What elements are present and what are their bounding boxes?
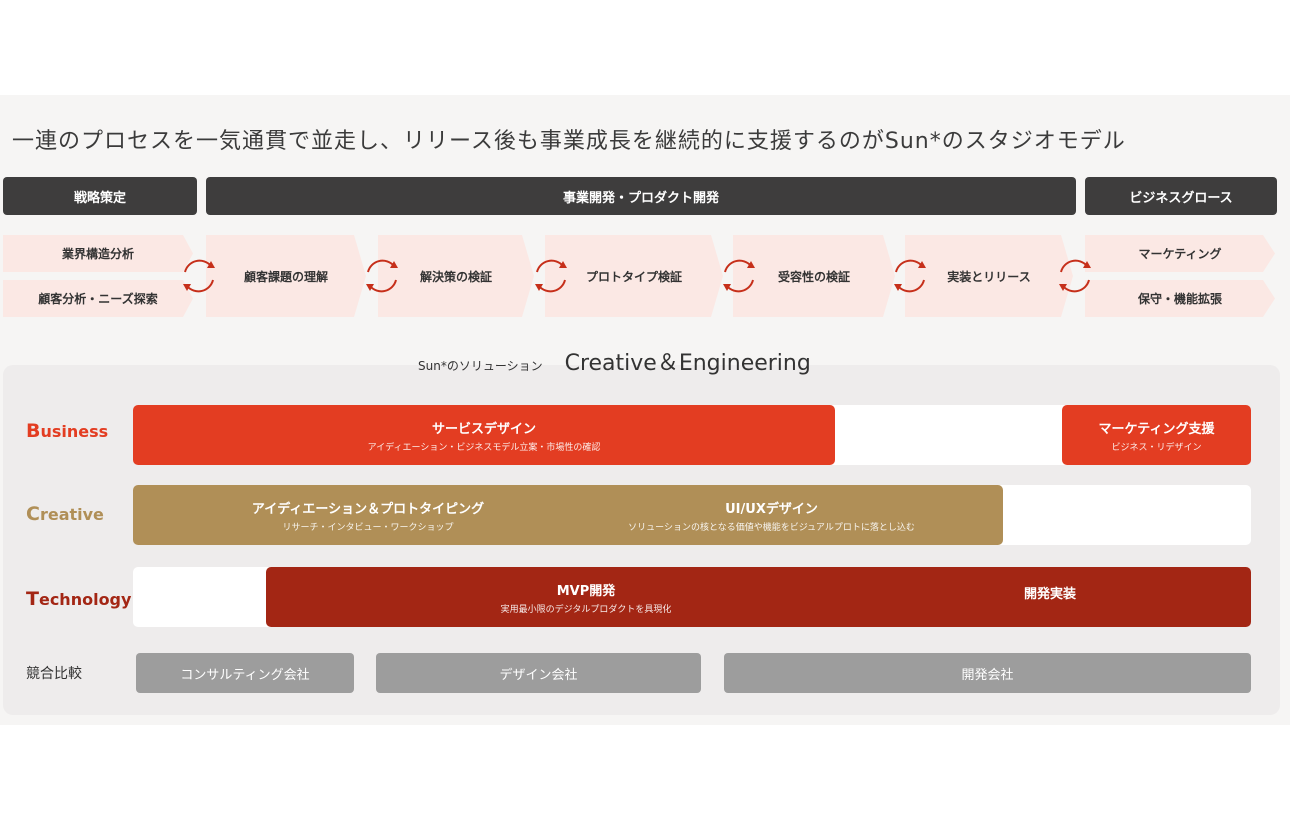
cycle-arrows-icon	[717, 254, 761, 298]
step-customer-analysis: 顧客分析・ニーズ探索	[3, 280, 193, 317]
compare-consulting: コンサルティング会社	[136, 653, 354, 693]
bar-implementation: 開発実装	[1023, 586, 1076, 602]
bar-marketing-support: マーケティング支援 ビジネス・リデザイン	[1062, 405, 1251, 465]
cycle-arrows-icon	[529, 254, 573, 298]
cycle-arrows-icon	[1053, 254, 1097, 298]
compare-development: 開発会社	[724, 653, 1251, 693]
diagram-title: 一連のプロセスを一気通貫で並走し、リリース後も事業成長を継続的に支援するのがSu…	[12, 129, 1126, 154]
row-label-creative: Creative	[26, 503, 104, 525]
bar-mvp-development: MVP開発 実用最小限のデジタルプロダクトを具現化	[500, 583, 672, 615]
studio-model-diagram: 一連のプロセスを一気通貫で並走し、リリース後も事業成長を継続的に支援するのがSu…	[0, 95, 1290, 725]
cycle-arrows-icon	[177, 254, 221, 298]
step-industry-analysis: 業界構造分析	[3, 235, 193, 272]
solutions-name: Creative＆Engineering	[564, 351, 811, 376]
cycle-arrows-icon	[888, 254, 932, 298]
step-prototype-validation: プロトタイプ検証	[545, 235, 723, 317]
solutions-heading: Sun*のソリューション Creative＆Engineering	[418, 345, 811, 377]
bar-ui-ux-design: UI/UXデザイン ソリューションの核となる価値や機能をビジュアルプロトに落とし…	[540, 485, 1003, 545]
bar-technology	[266, 567, 1251, 627]
compare-design: デザイン会社	[376, 653, 701, 693]
phase-development: 事業開発・プロダクト開発	[206, 177, 1076, 215]
step-marketing: マーケティング	[1085, 235, 1275, 272]
step-maintenance: 保守・機能拡張	[1085, 280, 1275, 317]
solutions-label: Sun*のソリューション	[418, 359, 543, 373]
step-solution-validation: 解決策の検証	[378, 235, 534, 317]
step-customer-problem: 顧客課題の理解	[206, 235, 366, 317]
phase-strategy: 戦略策定	[3, 177, 197, 215]
bar-service-design: サービスデザイン アイディエーション・ビジネスモデル立案・市場性の確認	[133, 405, 835, 465]
row-label-business: Business	[26, 420, 109, 442]
step-acceptance-validation: 受容性の検証	[733, 235, 895, 317]
row-label-technology: Technology	[26, 588, 132, 610]
cycle-arrows-icon	[360, 254, 404, 298]
step-implementation-release: 実装とリリース	[905, 235, 1073, 317]
comparison-label: 競合比較	[26, 666, 82, 682]
phase-growth: ビジネスグロース	[1085, 177, 1277, 215]
bar-ideation-prototyping: アイディエーション＆プロトタイピング リサーチ・インタビュー・ワークショップ	[133, 485, 603, 545]
